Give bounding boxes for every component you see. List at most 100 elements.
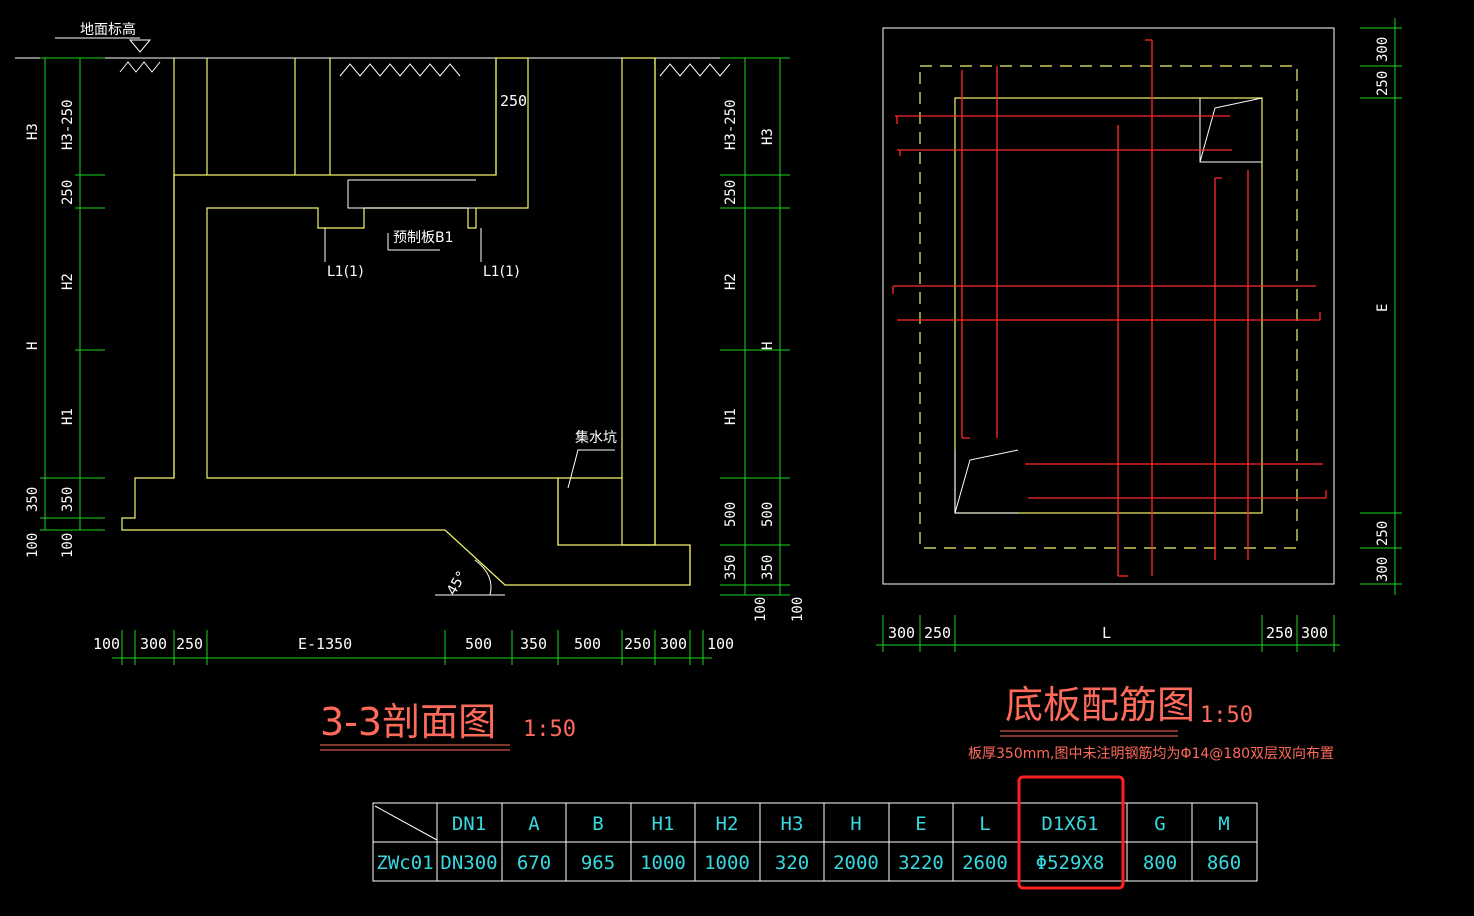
top-dim: 250: [500, 92, 527, 110]
shaft-lines: [173, 58, 497, 478]
beam-label-left: L1(1): [327, 264, 364, 280]
right-dim-100-b: 100: [790, 597, 806, 622]
table-cell-dn1: DN300: [440, 852, 497, 874]
table-cell-a: 670: [517, 852, 551, 874]
right-dim-h: H: [760, 342, 776, 350]
section-title: 3-3剖面图: [320, 700, 496, 744]
plan-right-dim-e: E: [1375, 304, 1391, 312]
plan-bottom-dim-lines: [876, 615, 1340, 652]
corner-opening-bottom: [954, 449, 1019, 514]
table-cell-l: 2600: [962, 852, 1008, 874]
section-drawing: 地面标高 预制板B1 L1(1) L1(1) 集水坑 45° 250: [15, 21, 806, 751]
right-dim-350-b: 350: [760, 555, 776, 580]
plan-bottom-dim-300-b: 300: [1301, 624, 1328, 642]
bottom-dim-350: 350: [520, 635, 547, 653]
plan-bottom-dim-250-a: 250: [924, 624, 951, 642]
table-cell-type: ZWc01: [376, 852, 433, 874]
bottom-dim-500-b: 500: [574, 635, 601, 653]
plan-dashed-outer: [919, 65, 1298, 549]
bottom-dim-lines: [112, 630, 712, 665]
table-header-a: A: [528, 813, 540, 835]
wall-concrete-right: [621, 57, 656, 546]
left-dim-100-a: 100: [25, 533, 41, 558]
rebar-lines: [892, 39, 1327, 577]
table-header-h3: H3: [781, 813, 804, 835]
corner-opening-top: [1199, 97, 1263, 163]
bottom-dim-100-a: 100: [93, 635, 120, 653]
right-dim-500-a: 500: [723, 502, 739, 527]
table-header-g: G: [1154, 813, 1165, 835]
left-dim-h: H: [25, 342, 41, 350]
table-header-h2: H2: [716, 813, 739, 835]
table-header-l: L: [979, 813, 990, 835]
plan-drawing: 300 250 E 250 300 300 250 L 250 300 底板配筋…: [876, 18, 1402, 762]
table-cell-d1: Φ529X8: [1036, 852, 1105, 874]
left-dim-h2: H2: [60, 273, 76, 290]
left-dim-lines: [40, 57, 105, 531]
table-header-m: M: [1218, 813, 1229, 835]
elevation-symbol: [128, 39, 152, 53]
table-diagonal: [374, 805, 438, 841]
table-header-d1: D1Xδ1: [1041, 813, 1098, 835]
plan-bottom-dim-250-b: 250: [1266, 624, 1293, 642]
table-cell-h1: 1000: [640, 852, 686, 874]
table-header-h1: H1: [652, 813, 675, 835]
bottom-dim-300-a: 300: [140, 635, 167, 653]
bottom-dim-100-b: 100: [707, 635, 734, 653]
plan-right-dim-250-a: 250: [1375, 71, 1391, 96]
table-cell-e: 3220: [898, 852, 944, 874]
left-dim-350-b: 350: [60, 487, 76, 512]
plan-outline: [882, 27, 1335, 585]
plan-note: 板厚350mm,图中未注明钢筋均为Φ14@180双层双向布置: [968, 745, 1334, 762]
precast-label: 预制板B1: [393, 230, 454, 246]
right-dim-lines: [720, 57, 790, 596]
right-dim-h2: H2: [723, 273, 739, 290]
angle-label: 45°: [444, 569, 470, 599]
beam-label-right: L1(1): [483, 264, 520, 280]
ground-label: 地面标高: [80, 21, 136, 38]
plan-inner-outline: [954, 97, 1263, 514]
right-dim-100-a: 100: [753, 597, 769, 622]
sump-leader: [567, 449, 615, 489]
right-dim-500-b: 500: [760, 502, 776, 527]
table-header-dn1: DN1: [452, 813, 486, 835]
earth-hatch: [119, 61, 731, 77]
right-dim-h3-250: H3-250: [723, 99, 739, 150]
table-header-b: B: [592, 813, 603, 835]
table-cell-h2: 1000: [704, 852, 750, 874]
right-dim-h3: H3: [760, 128, 776, 145]
angle-leader: [435, 559, 505, 596]
plan-scale: 1:50: [1200, 703, 1253, 728]
plan-right-dim-300-b: 300: [1375, 557, 1391, 582]
table-cell-h: 2000: [833, 852, 879, 874]
plan-right-dim-lines: [1360, 18, 1402, 595]
left-dim-350-a: 350: [25, 487, 41, 512]
wall-concrete-left: [121, 57, 691, 586]
plan-title: 底板配筋图: [1005, 683, 1195, 727]
table-header-e: E: [915, 813, 926, 835]
right-dim-350-a: 350: [723, 555, 739, 580]
bottom-dim-500-a: 500: [465, 635, 492, 653]
left-dim-h3: H3: [25, 123, 41, 140]
right-dim-h1: H1: [723, 408, 739, 425]
plan-bottom-dim-300-a: 300: [888, 624, 915, 642]
table-cell-g: 800: [1143, 852, 1177, 874]
table-cell-h3: 320: [775, 852, 809, 874]
parameter-table: DN1 A B H1 H2 H3 H E L D1Xδ1 G M ZWc01 D…: [372, 775, 1258, 890]
plan-right-dim-250-b: 250: [1375, 521, 1391, 546]
left-dim-h3-250: H3-250: [60, 99, 76, 150]
section-scale: 1:50: [523, 717, 576, 742]
bottom-dim-250-a: 250: [176, 635, 203, 653]
sump-label: 集水坑: [575, 429, 617, 446]
highlight-box: [1017, 775, 1125, 890]
left-dim-100-b: 100: [60, 533, 76, 558]
bottom-dim-300-b: 300: [660, 635, 687, 653]
left-dim-250: 250: [60, 180, 76, 205]
bottom-dim-250-b: 250: [624, 635, 651, 653]
plan-right-dim-300-a: 300: [1375, 37, 1391, 62]
table-header-h: H: [850, 813, 861, 835]
right-dim-250: 250: [723, 180, 739, 205]
bottom-dim-e1350: E-1350: [298, 635, 352, 653]
table-cell-m: 860: [1207, 852, 1241, 874]
